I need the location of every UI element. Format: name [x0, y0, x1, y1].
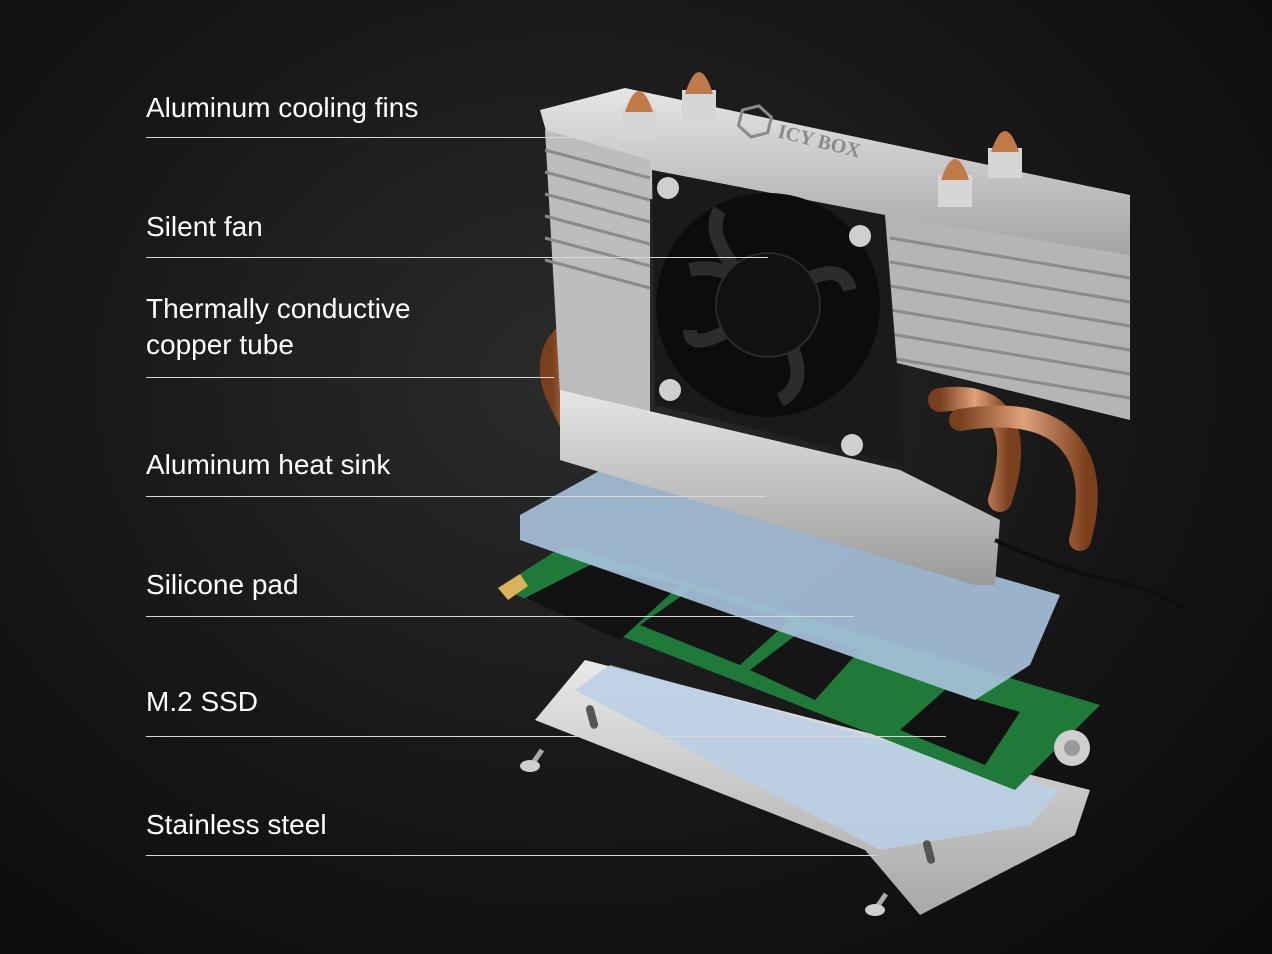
leader-line [146, 855, 876, 856]
callout-copper-tube: Thermally conductive copper tube [146, 291, 411, 363]
callout-label: Aluminum cooling fins [146, 92, 419, 123]
callout-silent-fan: Silent fan [146, 209, 263, 245]
fan-cable [994, 538, 1187, 612]
leader-line [146, 616, 854, 617]
stainless-steel-plate [535, 660, 1090, 915]
screw-icon [520, 748, 545, 772]
callout-label: Thermally conductive copper tube [146, 293, 411, 360]
leader-line [146, 496, 766, 497]
screw-icon [865, 892, 889, 916]
callout-label: Aluminum heat sink [146, 449, 391, 480]
callout-silicone-pad: Silicone pad [146, 567, 299, 603]
leader-line [146, 137, 590, 138]
leader-line [146, 377, 554, 378]
leader-line [146, 257, 768, 258]
silent-fan [652, 170, 905, 465]
callout-ssd: M.2 SSD [146, 684, 258, 720]
callout-stainless-steel: Stainless steel [146, 807, 327, 843]
callout-label: Silicone pad [146, 569, 299, 600]
leader-line [146, 736, 946, 737]
aluminum-cooling-fins [544, 148, 1131, 400]
copper-tube-tips [622, 72, 1022, 207]
callout-cooling-fins: Aluminum cooling fins [146, 90, 418, 126]
callout-label: M.2 SSD [146, 686, 259, 717]
silicone-pad [520, 465, 1060, 700]
callout-label: Silent fan [146, 211, 263, 242]
callout-label: Stainless steel [146, 809, 327, 840]
callout-heat-sink: Aluminum heat sink [146, 447, 390, 483]
